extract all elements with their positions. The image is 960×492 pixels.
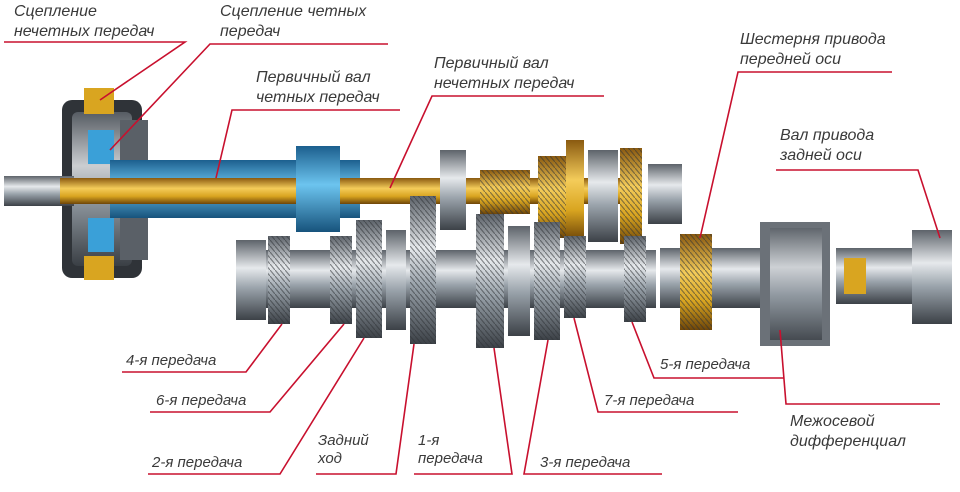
label-gear-1: 1-я передача	[418, 432, 483, 467]
label-reverse: Задний ход	[318, 432, 369, 467]
label-gear-7: 7-я передача	[604, 392, 695, 409]
label-odd-clutch: Сцепление нечетных передач	[14, 3, 155, 40]
label-odd-input-shaft: Первичный вал нечетных передач	[434, 55, 575, 92]
label-even-input-shaft: Первичный вал четных передач	[256, 69, 380, 106]
clutch-housing	[62, 88, 148, 280]
label-even-clutch: Сцепление четных передач	[220, 3, 367, 40]
leader-lines	[4, 41, 941, 475]
label-gear-3: 3-я передача	[540, 454, 631, 471]
label-front-axle-gear: Шестерня привода передней оси	[740, 31, 886, 68]
label-gear-4: 4-я передача	[126, 352, 217, 369]
lower-gear-stack	[236, 196, 646, 348]
upper-gear-stack	[296, 140, 682, 244]
label-rear-axle-shaft: Вал привода задней оси	[780, 127, 875, 164]
output-shaft	[236, 250, 656, 308]
label-gear-5: 5-я передача	[660, 356, 751, 373]
label-gear-6: 6-я передача	[156, 392, 247, 409]
label-center-differential: Межосевой дифференциал	[790, 413, 906, 450]
center-differential	[660, 222, 952, 346]
label-gear-2: 2-я передача	[152, 454, 243, 471]
